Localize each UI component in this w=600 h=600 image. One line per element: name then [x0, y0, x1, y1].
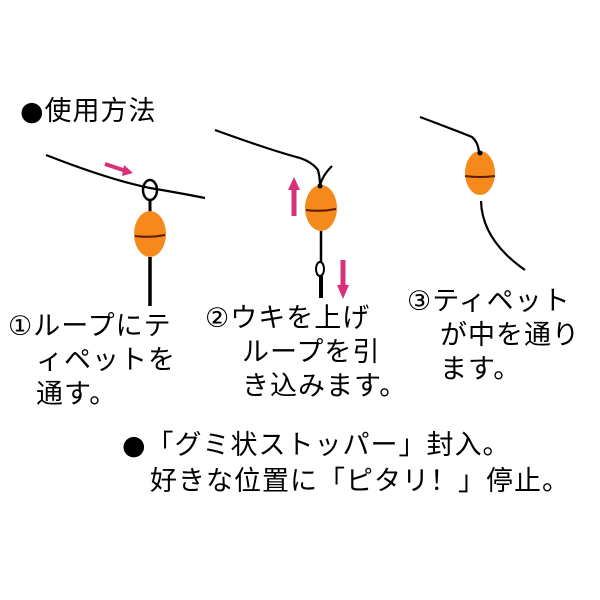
step-1-line: ィペットを	[36, 345, 176, 376]
footer-line: ●「グミ状ストッパー」封入。	[122, 430, 511, 461]
step-2-illustration	[214, 128, 349, 299]
float-icon	[134, 211, 166, 257]
arrow-up-icon	[288, 177, 300, 216]
step-3-line: ます。	[440, 354, 522, 385]
step-3-text: ③ティペット が中を通り ます。	[407, 285, 580, 387]
loop-icon	[141, 178, 159, 202]
arrow-right-icon	[104, 162, 133, 176]
page-title: ●使用方法	[20, 96, 157, 127]
step-1-illustration	[45, 153, 206, 306]
step-3-line: が中を通り	[440, 320, 580, 351]
footer-line: 好きな位置に「ピタリ！」停止。	[150, 466, 570, 497]
step-3-line: ③ティペット	[407, 286, 571, 317]
float-icon	[305, 183, 337, 231]
step-3-illustration	[419, 115, 526, 271]
step-1-text: ①ループにテ ィペットを 通す。	[8, 310, 176, 412]
line-icon	[45, 153, 206, 200]
step-2-text: ②ウキを上げ ループを引 き込みます。	[205, 302, 407, 404]
step-2-line: き込みます。	[242, 371, 408, 402]
footer-note: ●「グミ状ストッパー」封入。 好きな位置に「ピタリ！」停止。	[122, 428, 570, 500]
float-icon	[464, 150, 496, 195]
step-1-line: 通す。	[36, 379, 118, 410]
arrow-down-icon	[337, 260, 349, 299]
step-1-line: ①ループにテ	[8, 311, 172, 342]
step-2-line: ループを引	[242, 337, 381, 368]
step-2-line: ②ウキを上げ	[205, 303, 371, 334]
